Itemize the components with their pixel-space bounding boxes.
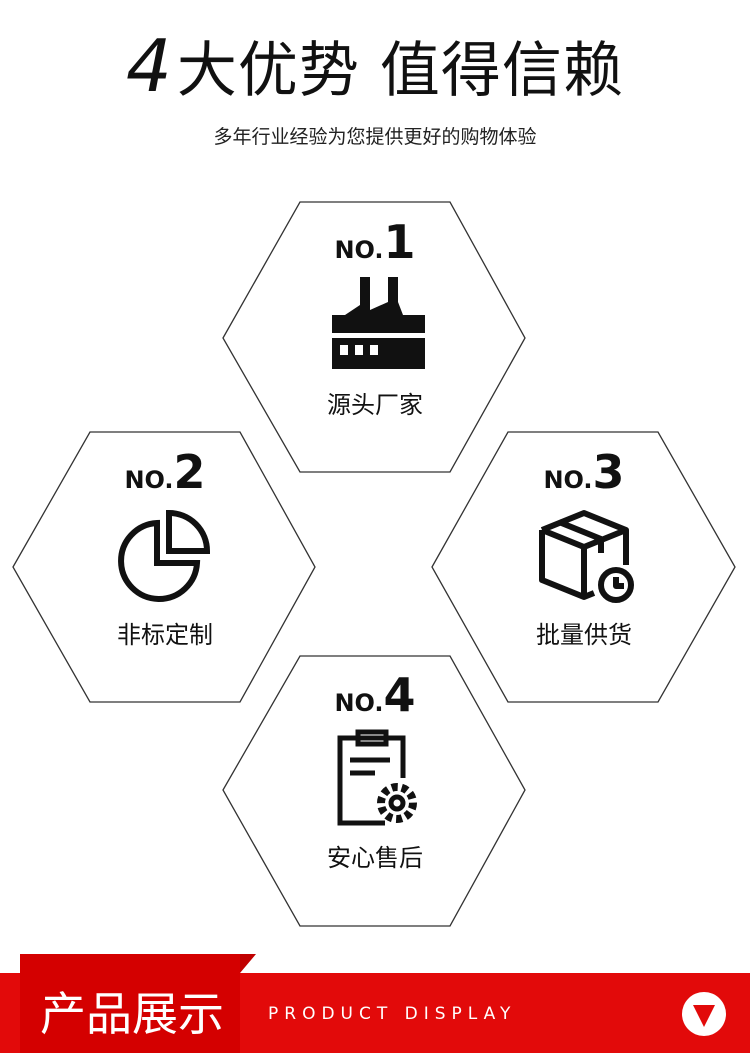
banner-tab [20,954,240,1053]
hexagon-frames [12,201,736,927]
subtitle: 多年行业经验为您提供更好的购物体验 [213,126,537,148]
banner-title: 产品展示 [40,987,224,1041]
pie-chart-icon [118,509,211,602]
advantage-3: NO.3 批量供货 [536,445,634,649]
tab-fold [240,954,256,973]
clipboard-gear-icon [337,729,417,826]
advantage-4: NO.4 安心售后 [327,668,423,872]
advantage-1: NO.1 源头厂家 [327,215,425,419]
down-triangle-icon[interactable] [682,992,726,1036]
advantage-2: NO.2 非标定制 [117,445,213,649]
box-clock-icon [539,510,634,603]
page-title: 4大优势 值得信赖 [126,24,624,108]
factory-icon [332,277,425,369]
banner-subtitle: PRODUCT DISPLAY [268,1004,517,1024]
